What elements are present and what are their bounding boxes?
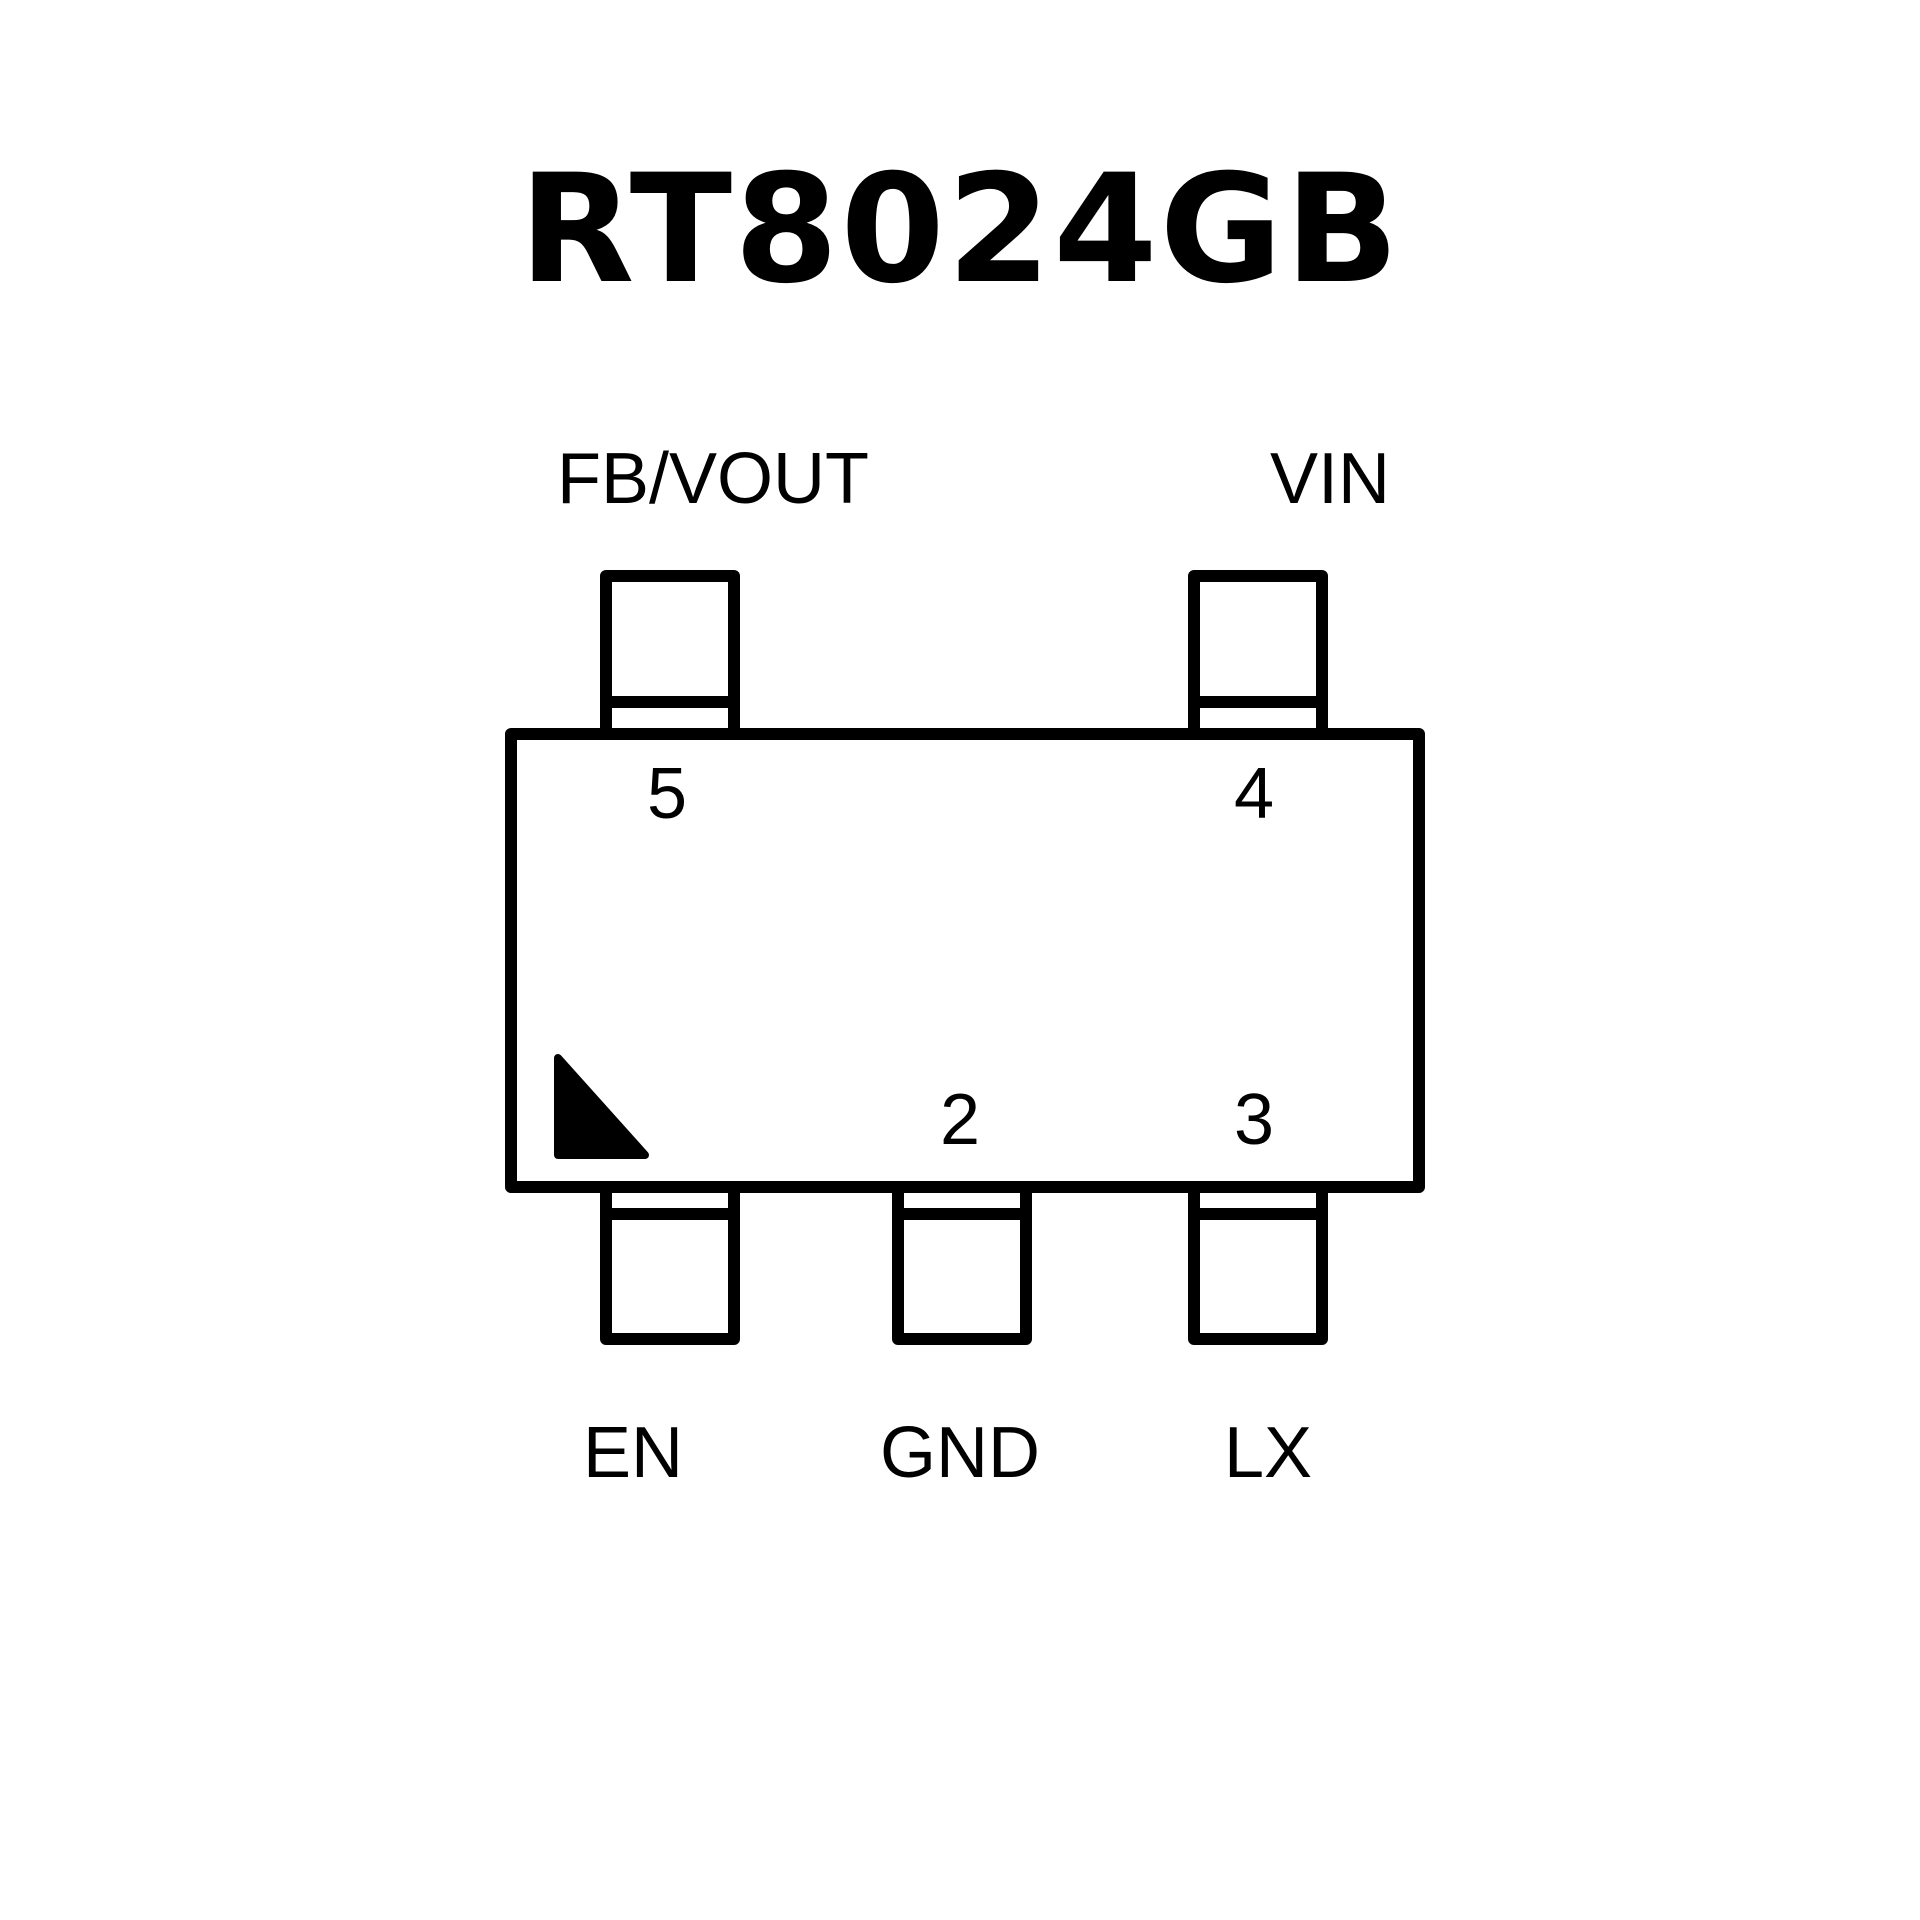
pin-4-lead [1188, 570, 1328, 734]
pin1-marker-triangle-icon [554, 1054, 649, 1159]
pin-label-lx: LX [1224, 1413, 1312, 1493]
pin-3-lead [1188, 1187, 1328, 1345]
pin-label-en: EN [583, 1413, 683, 1493]
chip-title: RT8024GB [518, 143, 1401, 317]
pin-number-5: 5 [647, 754, 687, 834]
pin-number-3: 3 [1234, 1080, 1274, 1160]
pin-label-vin: VIN [1270, 439, 1390, 519]
pin-number-4: 4 [1234, 754, 1274, 834]
pin-2-lead [892, 1187, 1032, 1345]
package-body [505, 728, 1425, 1193]
pin-5-lead [600, 570, 740, 734]
pin-label-gnd: GND [880, 1413, 1040, 1493]
pin-label-fb-vout: FB/VOUT [557, 439, 869, 519]
pin-1-lead [600, 1187, 740, 1345]
pin-number-2: 2 [940, 1080, 980, 1160]
